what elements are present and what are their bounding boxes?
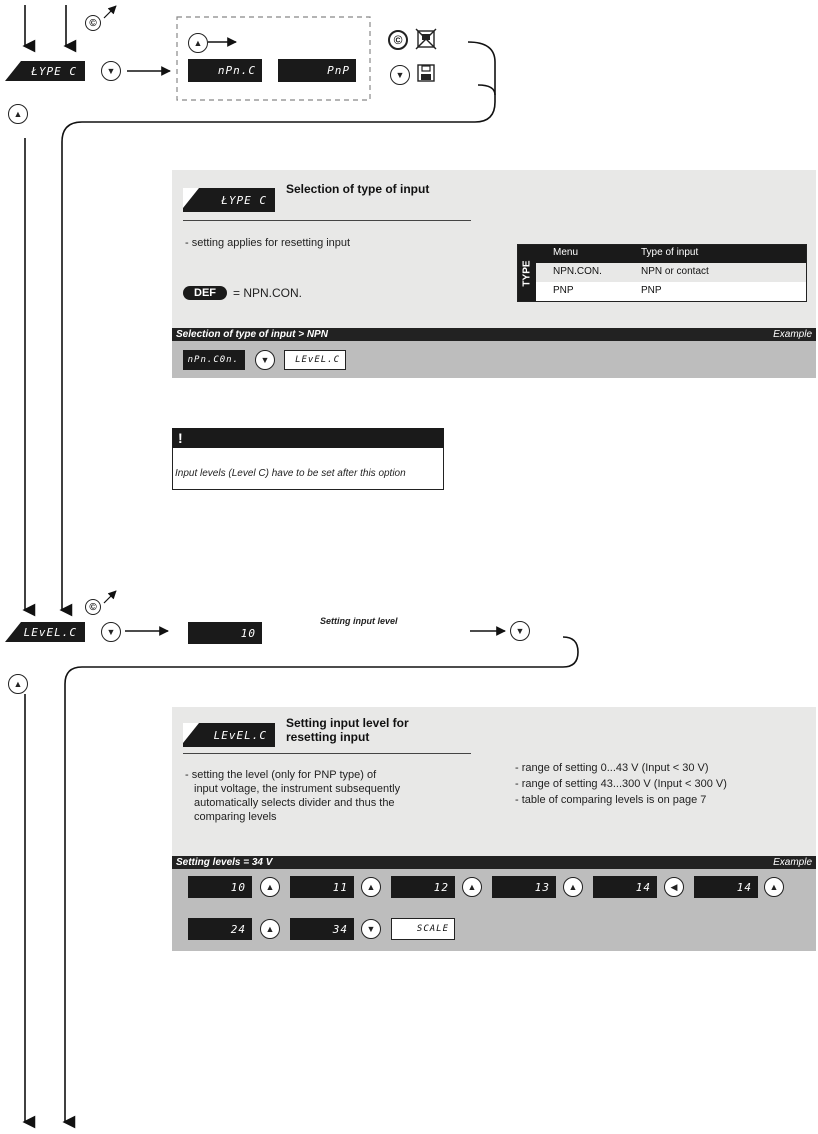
down-button-icon[interactable]: ▼ xyxy=(390,65,410,85)
example-level-display: 14 xyxy=(694,876,758,898)
up-button-icon[interactable]: ▲ xyxy=(8,104,28,124)
level-value-display[interactable]: 10 xyxy=(188,622,262,644)
table-cell: PNP xyxy=(553,285,574,296)
copyright-icon: © xyxy=(85,15,101,31)
up-button-icon: ▲ xyxy=(563,877,583,897)
notice-header: ! xyxy=(172,428,444,448)
type-example-strip: Selection of type of input > NPN Example xyxy=(172,328,816,341)
cancel-icon[interactable] xyxy=(415,28,437,50)
def-badge: DEF xyxy=(183,286,227,300)
copyright-icon: © xyxy=(388,30,408,50)
example-npn-display: nPn.C0n. xyxy=(183,350,245,370)
level-desc-line: - setting the level (only for PNP type) … xyxy=(185,769,377,781)
example-level-display: 10 xyxy=(188,876,252,898)
example-next-display: LEvEL.C xyxy=(284,350,346,370)
level-desc-line: comparing levels xyxy=(194,811,277,823)
def-value: = NPN.CON. xyxy=(233,286,303,300)
level-desc-line: automatically selects divider and thus t… xyxy=(194,797,395,809)
level-caption: Setting input level xyxy=(320,616,398,626)
save-icon[interactable] xyxy=(415,62,437,84)
title-underline xyxy=(183,753,471,754)
down-button-icon: ▼ xyxy=(255,350,275,370)
type-table-side-label: TYPE xyxy=(518,245,536,301)
type-table: TYPE Menu Type of input NPN.CON. NPN or … xyxy=(517,244,807,302)
title-underline xyxy=(183,220,471,221)
option-npn-display[interactable]: nPn.C xyxy=(188,59,262,82)
up-button-icon[interactable]: ▲ xyxy=(8,674,28,694)
level-example-strip: Setting levels = 34 V Example xyxy=(172,856,816,869)
type-panel-title: Selection of type of input xyxy=(286,182,430,196)
table-header-menu: Menu xyxy=(553,247,579,258)
example-level-display: 13 xyxy=(492,876,556,898)
up-button-icon: ▲ xyxy=(361,877,381,897)
table-cell: NPN or contact xyxy=(641,266,709,277)
example-level-display: 34 xyxy=(290,918,354,940)
example-scale-display: SCALE xyxy=(391,918,455,940)
type-example-area xyxy=(172,341,816,378)
level-panel xyxy=(172,707,816,858)
example-caption: Setting levels = 34 V xyxy=(176,857,273,868)
level-panel-title: resetting input xyxy=(286,730,370,744)
option-pnp-display[interactable]: PnP xyxy=(278,59,356,82)
down-button-icon: ▼ xyxy=(361,919,381,939)
table-cell: NPN.CON. xyxy=(553,266,602,277)
panel-key-type-c: ŁYPE C xyxy=(183,188,275,212)
example-label: Example xyxy=(773,329,812,340)
copyright-icon: © xyxy=(85,599,101,615)
notice-text: Input levels (Level C) have to be set af… xyxy=(175,468,406,479)
down-button-icon[interactable]: ▼ xyxy=(510,621,530,641)
up-button-icon: ▲ xyxy=(260,877,280,897)
level-range-line: - range of setting 0...43 V (Input < 30 … xyxy=(515,762,709,774)
menu-key-level-c[interactable]: LEvEL.C xyxy=(5,622,85,642)
up-button-icon: ▲ xyxy=(764,877,784,897)
up-button-icon[interactable]: ▲ xyxy=(188,33,208,53)
panel-key-level-c: LEvEL.C xyxy=(183,723,275,747)
level-range-line: - range of setting 43...300 V (Input < 3… xyxy=(515,778,727,790)
example-label: Example xyxy=(773,857,812,868)
up-button-icon: ▲ xyxy=(260,919,280,939)
up-button-icon: ▲ xyxy=(462,877,482,897)
level-range-line: - table of comparing levels is on page 7 xyxy=(515,794,707,806)
example-level-display: 12 xyxy=(391,876,455,898)
type-panel-desc: - setting applies for resetting input xyxy=(185,237,351,249)
level-panel-title: Setting input level for xyxy=(286,716,409,730)
down-button-icon[interactable]: ▼ xyxy=(101,61,121,81)
example-level-display: 11 xyxy=(290,876,354,898)
example-caption: Selection of type of input > NPN xyxy=(176,329,328,340)
notice-box xyxy=(172,448,444,490)
example-level-display: 24 xyxy=(188,918,252,940)
level-desc-line: input voltage, the instrument subsequent… xyxy=(194,783,401,795)
table-header-type: Type of input xyxy=(641,247,699,258)
down-button-icon[interactable]: ▼ xyxy=(101,622,121,642)
left-button-icon: ◀ xyxy=(664,877,684,897)
example-level-display: 14 xyxy=(593,876,657,898)
table-cell: PNP xyxy=(641,285,662,296)
menu-key-type-c[interactable]: ŁYPE C xyxy=(5,61,85,81)
